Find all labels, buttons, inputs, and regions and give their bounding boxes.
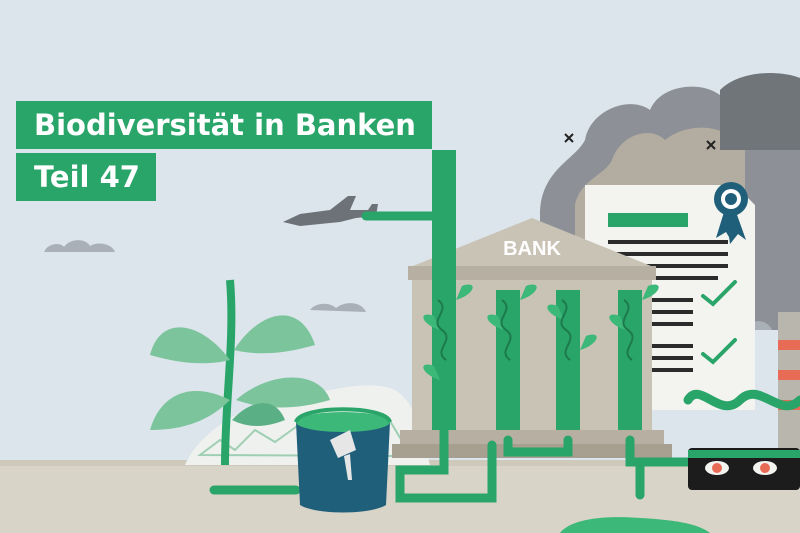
plant-icon bbox=[150, 279, 330, 466]
green-puddle bbox=[560, 517, 710, 533]
checkmark-icon bbox=[701, 280, 737, 365]
award-rosette-icon bbox=[714, 182, 748, 244]
eye-icon bbox=[688, 448, 800, 490]
airplane-icon bbox=[283, 196, 378, 226]
bank-sign: BANK bbox=[503, 238, 561, 260]
headline-title: Biodiversität in Banken bbox=[16, 101, 432, 149]
factory-chimney-icon bbox=[778, 312, 800, 452]
pipe-icon bbox=[209, 211, 800, 503]
headline-subtitle: Teil 47 bbox=[16, 153, 156, 201]
brush-icon bbox=[330, 430, 356, 480]
paint-bucket-icon bbox=[294, 407, 392, 513]
